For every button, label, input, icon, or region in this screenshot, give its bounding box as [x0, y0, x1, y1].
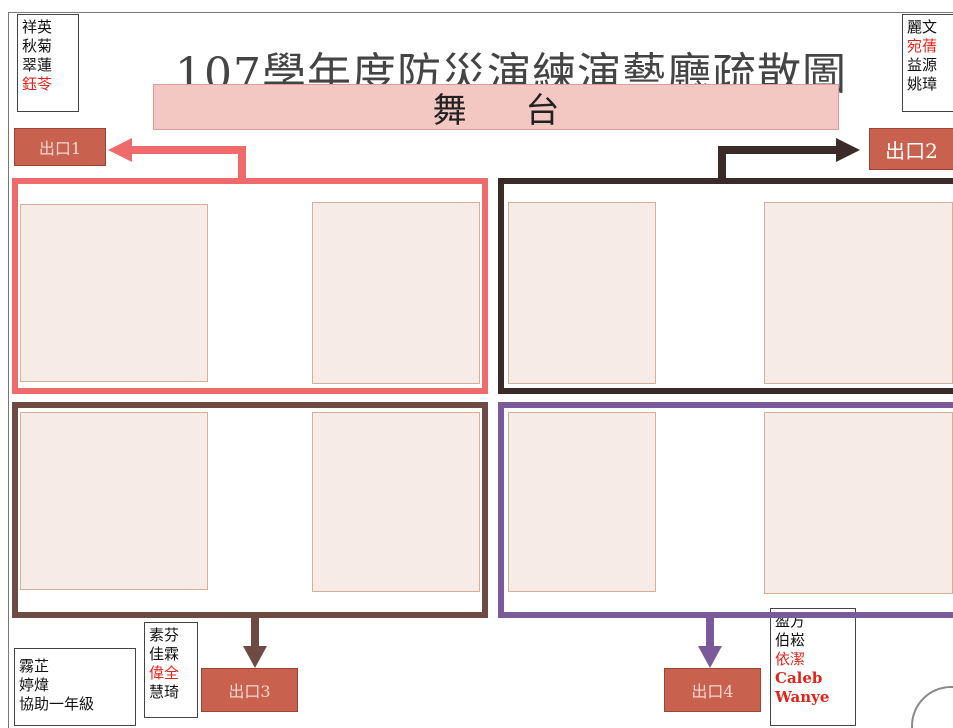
staff-name-highlighted: Caleb	[775, 669, 823, 687]
exit-1: 出口1	[14, 128, 106, 166]
staff-box-bottom-right: 盈方 伯崧 依潔 Caleb Wanye	[770, 608, 856, 726]
arrow-to-exit-4	[698, 616, 722, 668]
staff-name-highlighted: 鈺苓	[22, 75, 53, 93]
staff-name-highlighted: 偉全	[149, 664, 180, 682]
staff-box-top-left: 祥英 秋菊 翠蓮 鈺苓	[17, 14, 79, 112]
map-frame	[8, 12, 953, 728]
seating-block	[508, 412, 656, 592]
staff-name: 伯崧	[775, 631, 806, 649]
exit-2: 出口2	[869, 128, 953, 170]
staff-name: 婷煒	[19, 676, 50, 694]
arrow-to-exit-1	[108, 138, 246, 180]
evacuation-zone-bottom-left	[12, 402, 488, 618]
staff-name-highlighted: 宛蒨	[907, 37, 938, 55]
exit-4: 出口4	[664, 668, 761, 712]
staff-box-bottom-middle: 素芬 佳霖 偉全 慧琦	[144, 622, 198, 718]
staff-name: 霧芷	[19, 657, 50, 675]
arrow-to-exit-3	[243, 616, 267, 668]
evacuation-zone-bottom-right	[498, 402, 953, 618]
staff-name: 佳霖	[149, 645, 180, 663]
staff-box-bottom-left: 霧芷 婷煒 協助一年級	[14, 648, 136, 726]
staff-name: 秋菊	[22, 37, 53, 55]
staff-name: 祥英	[22, 18, 53, 36]
staff-name: 姚璋	[907, 75, 938, 93]
staff-name: 素芬	[149, 626, 180, 644]
exit-3: 出口3	[201, 668, 298, 712]
stage: 舞 台	[153, 84, 839, 131]
arrow-to-exit-2	[718, 138, 860, 180]
seating-block	[20, 204, 208, 382]
seating-block	[764, 202, 953, 384]
staff-name: 益源	[907, 56, 938, 74]
seating-block	[312, 412, 480, 592]
seating-block	[20, 412, 208, 590]
seating-block	[764, 412, 953, 594]
evacuation-zone-top-right	[498, 178, 953, 394]
staff-name-highlighted: 依潔	[775, 650, 806, 668]
staff-box-top-right: 麗文 宛蒨 益源 姚璋	[902, 14, 953, 112]
staff-name: 慧琦	[149, 683, 180, 701]
staff-name: 翠蓮	[22, 56, 53, 74]
evacuation-zone-top-left	[12, 178, 488, 394]
staff-name-highlighted: Wanye	[775, 688, 830, 706]
seating-block	[508, 202, 656, 384]
staff-name: 協助一年級	[19, 695, 95, 713]
staff-name: 麗文	[907, 18, 938, 36]
stage-label: 舞 台	[432, 90, 584, 131]
seating-block	[312, 202, 480, 384]
